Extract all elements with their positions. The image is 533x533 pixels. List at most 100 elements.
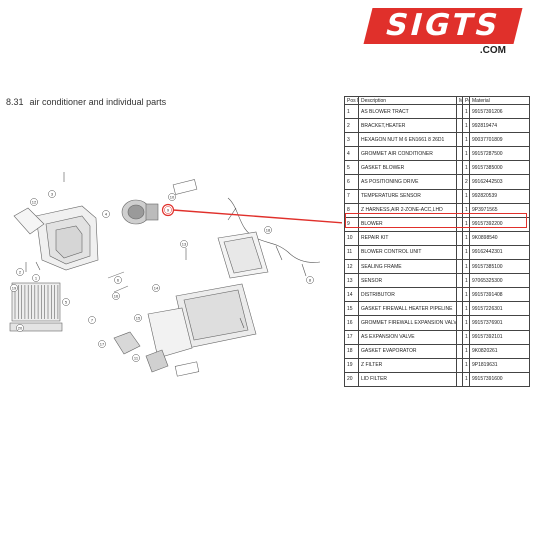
- cell-description: GROMMET FIREWALL EXPANSION VALVE: [358, 315, 457, 331]
- svg-text:18: 18: [266, 227, 271, 232]
- callout-6[interactable]: 6: [114, 276, 122, 284]
- cell-pos: 16: [344, 315, 359, 331]
- callout-10[interactable]: 10: [168, 193, 176, 201]
- callout-13[interactable]: 13: [180, 240, 188, 248]
- cell-pc: 1: [462, 287, 470, 303]
- svg-text:5: 5: [65, 299, 68, 304]
- harness-drawing: [227, 197, 321, 263]
- cell-pos: 19: [344, 357, 359, 373]
- callout-18[interactable]: 18: [264, 226, 272, 234]
- callout-19[interactable]: 19: [10, 284, 18, 292]
- cell-pos: 2: [344, 118, 359, 134]
- svg-text:8: 8: [309, 277, 312, 282]
- cell-pos: 6: [344, 174, 359, 190]
- cell-description: GASKET BLOWER: [358, 160, 457, 176]
- col-header-pos: Pos No: [344, 96, 359, 105]
- section-title-text: air conditioner and individual parts: [29, 97, 167, 107]
- svg-text:13: 13: [182, 241, 187, 246]
- svg-text:16: 16: [114, 293, 119, 298]
- svg-text:12: 12: [32, 199, 37, 204]
- cell-description: GASKET EVAPORATOR: [358, 343, 457, 359]
- cell-material: 99157385000: [469, 160, 530, 176]
- callout-8[interactable]: 8: [306, 276, 314, 284]
- control-unit-drawing: [145, 349, 169, 373]
- cell-material: 90037701809: [469, 132, 530, 148]
- cell-pos: 13: [344, 273, 359, 289]
- svg-text:1: 1: [35, 275, 38, 280]
- table-header-row: Pos No Description M Pc Material: [344, 96, 530, 105]
- col-header-material: Material: [469, 96, 530, 105]
- svg-text:15: 15: [136, 315, 141, 320]
- callout-9[interactable]: 9: [164, 206, 172, 214]
- blower-tract-drawing: [35, 205, 99, 271]
- cell-material: 97065325300: [469, 273, 530, 289]
- callout-12[interactable]: 12: [30, 198, 38, 206]
- cell-description: DISTRIBUTOR: [358, 287, 457, 303]
- cell-pc: 1: [462, 146, 470, 162]
- callout-3[interactable]: 3: [48, 190, 56, 198]
- cell-pc: 1: [462, 160, 470, 176]
- cell-pc: 1: [462, 259, 470, 275]
- cell-material: 99157392101: [469, 329, 530, 345]
- callout-20[interactable]: 20: [16, 324, 24, 332]
- logo-domain-suffix: .COM: [479, 45, 506, 56]
- callout-17[interactable]: 17: [98, 340, 106, 348]
- svg-text:6: 6: [117, 277, 120, 282]
- callout-2[interactable]: 2: [16, 268, 24, 276]
- cell-pc: 1: [462, 132, 470, 148]
- cell-pos: 12: [344, 259, 359, 275]
- svg-text:7: 7: [91, 317, 94, 322]
- highlighted-row-frame: [345, 213, 527, 228]
- cell-material: 9K0820261: [469, 343, 530, 359]
- cell-pos: 7: [344, 188, 359, 204]
- callout-5[interactable]: 5: [62, 298, 70, 306]
- cell-description: HEXAGON NUT M 6 EN1661 8 26D1: [358, 132, 457, 148]
- svg-text:3: 3: [51, 191, 54, 196]
- col-header-pc: Pc: [462, 96, 470, 105]
- cell-description: SEALING FRAME: [358, 259, 457, 275]
- callout-14[interactable]: 14: [152, 284, 160, 292]
- cell-pos: 17: [344, 329, 359, 345]
- callout-4[interactable]: 4: [102, 210, 110, 218]
- callout-11[interactable]: 11: [132, 354, 140, 362]
- filter-drawing: [11, 282, 61, 322]
- cell-pc: 1: [462, 301, 470, 317]
- svg-text:9: 9: [167, 207, 170, 212]
- brand-logo[interactable]: SIGTS .COM: [363, 8, 523, 58]
- cell-pc: 1: [462, 244, 470, 261]
- cell-description: REPAIR KIT: [358, 230, 457, 246]
- callout-15[interactable]: 15: [134, 314, 142, 322]
- cell-material: 99162442503: [469, 174, 530, 190]
- cell-pc: 1: [462, 103, 470, 120]
- svg-text:14: 14: [154, 285, 159, 290]
- parts-table: Pos No Description M Pc Material 1AS BLO…: [344, 96, 530, 387]
- cell-pos: 18: [344, 343, 359, 359]
- cell-description: TEMPERATURE SENSOR: [358, 188, 457, 204]
- cell-pos: 10: [344, 230, 359, 246]
- callout-7[interactable]: 7: [88, 316, 96, 324]
- callout-1[interactable]: 1: [32, 274, 40, 282]
- callout-16[interactable]: 16: [112, 292, 120, 300]
- cell-pc: 1: [462, 273, 470, 289]
- svg-text:4: 4: [105, 211, 108, 216]
- cell-pos: 14: [344, 287, 359, 303]
